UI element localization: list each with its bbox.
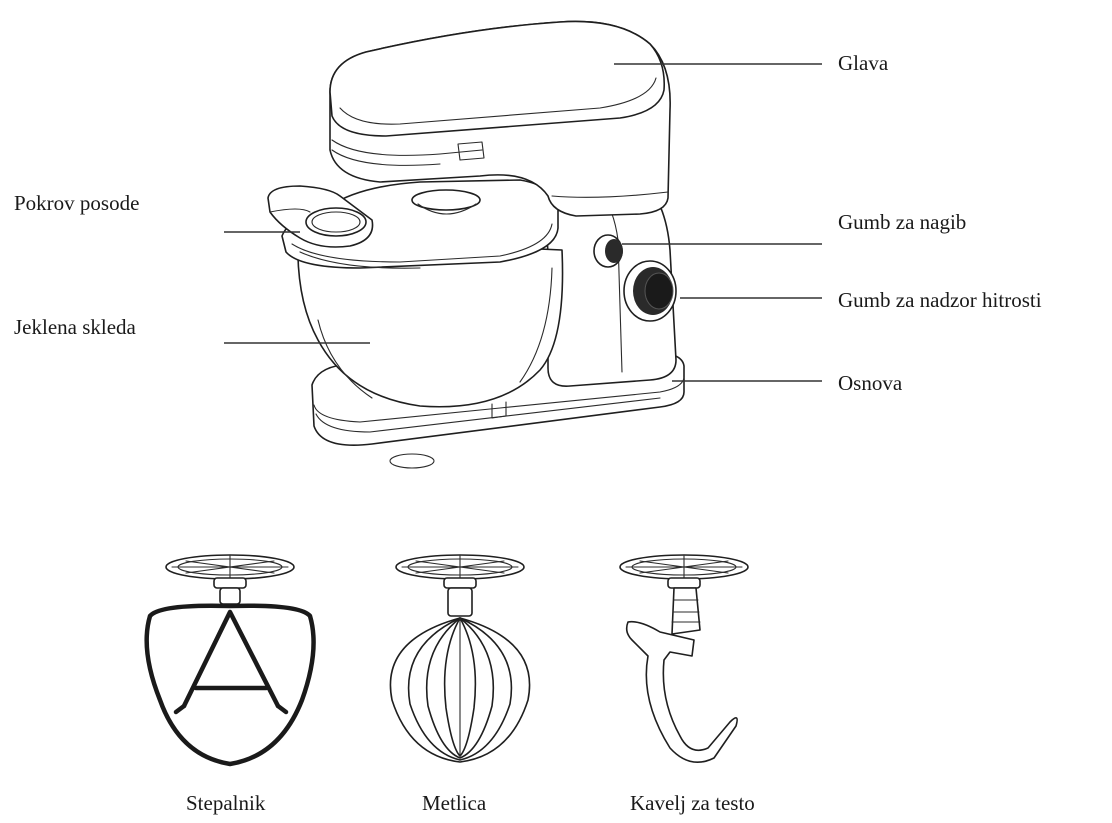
label-whisk: Metlica [422,791,487,815]
tilt-button-shape [594,235,623,267]
label-base: Osnova [838,371,903,395]
stand-mixer-illustration [224,21,822,468]
label-dough-hook: Kavelj za testo [630,791,755,815]
label-steel-bowl: Jeklena skleda [14,315,137,339]
label-tilt-button: Gumb za nagib [838,210,966,234]
label-flat-beater: Stepalnik [186,791,266,815]
dough-hook-illustration [620,555,748,762]
speed-knob-shape [624,261,676,321]
label-bowl-lid: Pokrov posode [14,191,139,215]
whisk-illustration [390,555,529,762]
label-head: Glava [838,51,889,75]
label-speed-knob: Gumb za nadzor hitrosti [838,288,1042,312]
flat-beater-illustration [147,555,314,764]
